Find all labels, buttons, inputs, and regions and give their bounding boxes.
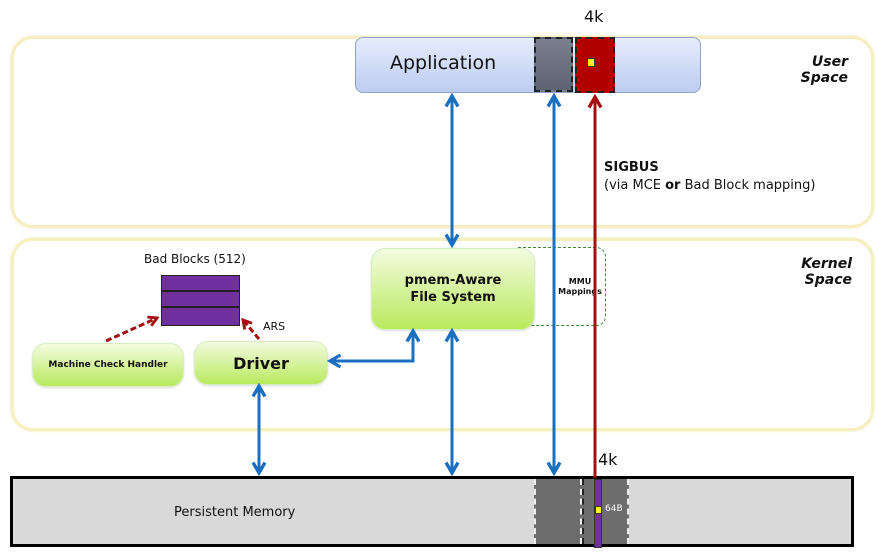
kernel-space-label: Kernel Space [801, 256, 852, 288]
ars-badblocks-arrow [243, 320, 261, 340]
user-space-label: User Space [800, 54, 848, 86]
page-size-bottom-label: 4k [598, 450, 618, 469]
page-size-top-label: 4k [584, 7, 604, 26]
mce-badblocks-arrow [105, 318, 157, 343]
fs-driver-arrow [330, 331, 413, 361]
poison-cell [587, 58, 595, 67]
mmu-mappings-label: MMU Mappings [558, 277, 602, 296]
bad-block-row [161, 275, 240, 291]
application-box[interactable] [355, 37, 701, 93]
mmu-mappings-region [518, 247, 606, 326]
cacheline-size-label: 64B [605, 504, 623, 514]
pm-poisoned-block [582, 479, 629, 544]
pmem-aware-filesystem-box[interactable]: pmem-Aware File System [371, 248, 535, 330]
mapped-page [534, 37, 573, 92]
bad-block-row [161, 307, 240, 326]
pm-mapped-block [534, 479, 582, 544]
poisoned-page [575, 37, 615, 93]
poisoned-64b-cell [595, 506, 602, 514]
sigbus-detail: (via MCE or Bad Block mapping) [604, 178, 816, 193]
machine-check-handler-box[interactable]: Machine Check Handler [32, 343, 184, 387]
persistent-memory-label: Persistent Memory [174, 505, 296, 520]
application-label: Application [390, 52, 497, 74]
bad-block-row [161, 291, 240, 307]
persistent-memory-box [10, 476, 854, 547]
sigbus-title: SIGBUS [604, 160, 659, 175]
ars-label: ARS [263, 320, 286, 333]
bad-blocks-label: Bad Blocks (512) [144, 252, 246, 266]
